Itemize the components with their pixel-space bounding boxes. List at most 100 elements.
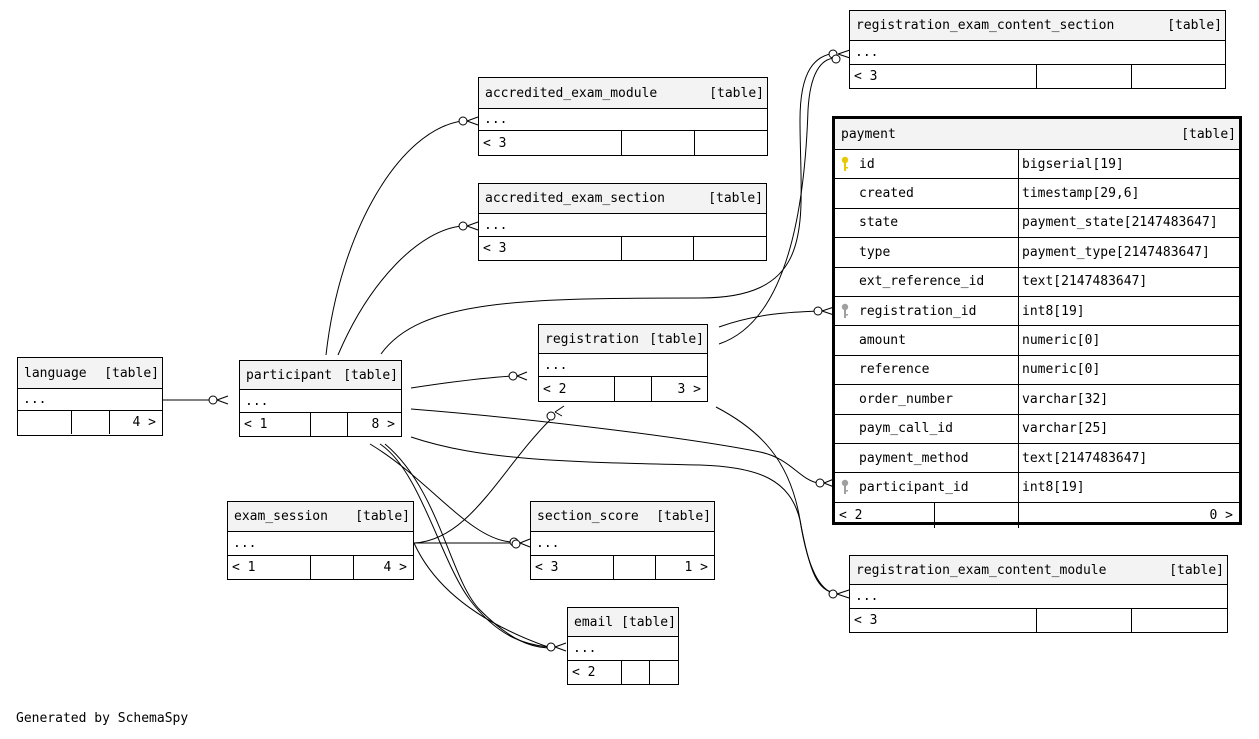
parents-count[interactable]: < 1 [240, 413, 311, 436]
table-section-score[interactable]: section_score [table] ... < 3 1 > [530, 501, 715, 580]
children-count[interactable]: 1 > [684, 560, 708, 575]
column-type: int8[19] [1022, 479, 1085, 495]
parents-count[interactable]: < 3 [479, 237, 622, 260]
children-count[interactable]: 4 > [132, 415, 156, 430]
table-header: registration_exam_content_module [table] [850, 556, 1227, 585]
rows-count [311, 413, 348, 436]
rows-count [1037, 609, 1132, 632]
parents-count[interactable]: < 3 [531, 556, 614, 579]
table-type-tag: [table] [1169, 562, 1224, 578]
foreign-key-icon [841, 303, 849, 319]
table-header: payment [table] [835, 119, 1239, 150]
columns-ellipsis: ... [240, 390, 401, 413]
table-language[interactable]: language [table] ... 4 > [17, 357, 163, 436]
children-count[interactable]: 4 > [383, 560, 407, 575]
table-name: registration_exam_content_module [856, 562, 1107, 578]
table-footer: < 1 4 > [228, 556, 413, 579]
children-count[interactable] [650, 661, 678, 684]
table-registration-exam-content-section[interactable]: registration_exam_content_section [table… [849, 10, 1226, 89]
table-accredited-exam-section[interactable]: accredited_exam_section [table] ... < 3 [478, 183, 767, 261]
parents-count[interactable]: < 1 [228, 556, 311, 579]
table-name: email [574, 614, 614, 630]
table-accredited-exam-module[interactable]: accredited_exam_module [table] ... < 3 [478, 77, 768, 156]
table-registration-exam-content-module[interactable]: registration_exam_content_module [table]… [849, 555, 1228, 633]
table-footer: < 1 8 > [240, 413, 401, 436]
children-count[interactable]: 3 > [677, 381, 701, 397]
column-type: text[2147483647] [1022, 450, 1148, 466]
column-name: ext_reference_id [835, 267, 1019, 296]
rows-count [935, 502, 1019, 528]
parents-count[interactable]: < 3 [850, 609, 1037, 632]
table-name: registration_exam_content_section [856, 18, 1115, 33]
parents-count[interactable]: < 2 [539, 377, 615, 401]
table-type-tag: [table] [343, 367, 398, 383]
column-name: id [835, 150, 1019, 179]
table-footer: < 2 3 > [539, 377, 707, 401]
columns-ellipsis: ... [539, 354, 707, 377]
table-email[interactable]: email [table] ... < 2 [567, 607, 679, 685]
columns-ellipsis: ... [479, 109, 767, 131]
table-footer: < 3 [479, 131, 767, 155]
table-header: language [table] [18, 358, 162, 389]
table-registration[interactable]: registration [table] ... < 2 3 > [538, 324, 708, 402]
column-name: payment_method [835, 443, 1019, 473]
column-type: numeric[0] [1022, 362, 1101, 378]
parents-count[interactable]: < 3 [850, 65, 1037, 88]
columns-ellipsis: ... [531, 532, 714, 556]
table-header: accredited_exam_section [table] [479, 184, 766, 214]
column-type: bigserial[19] [1022, 156, 1124, 172]
table-header: registration_exam_content_section [table… [850, 11, 1225, 41]
column-name: amount [835, 326, 1019, 355]
column-type: payment_state[2147483647] [1022, 215, 1218, 231]
columns-ellipsis: ... [850, 585, 1227, 609]
parents-count[interactable]: < 2 [835, 502, 935, 528]
table-type-tag: [table] [1181, 126, 1236, 142]
table-footer: < 3 [850, 65, 1225, 88]
column-name: registration_id [835, 296, 1019, 326]
children-count[interactable]: 0 > [1209, 507, 1233, 523]
children-count[interactable] [694, 237, 766, 260]
rows-count [311, 556, 354, 579]
rows-count [72, 411, 110, 434]
table-participant[interactable]: participant [table] ... < 1 8 > [239, 360, 402, 437]
column-type: varchar[25] [1022, 421, 1109, 437]
table-type-tag: [table] [104, 365, 159, 381]
table-footer: < 2 [568, 661, 678, 684]
table-footer: < 3 [850, 609, 1227, 632]
columns-ellipsis: ... [228, 532, 413, 556]
parents-count[interactable]: < 3 [479, 131, 622, 155]
column-name: participant_id [835, 473, 1019, 502]
rows-count [622, 131, 695, 155]
primary-key-icon [841, 156, 849, 172]
table-footer: < 3 1 > [531, 556, 714, 579]
column-type: timestamp[29,6] [1022, 186, 1140, 202]
children-count[interactable] [695, 131, 767, 155]
table-exam-session[interactable]: exam_session [table] ... < 1 4 > [227, 501, 414, 580]
column-name: reference [835, 355, 1019, 385]
column-type: int8[19] [1022, 303, 1085, 319]
parents-count[interactable] [18, 411, 72, 434]
children-count[interactable]: 8 > [371, 417, 395, 432]
columns-ellipsis: ... [850, 41, 1225, 65]
table-type-tag: [table] [709, 85, 764, 101]
column-name: state [835, 208, 1019, 238]
children-count[interactable] [1132, 65, 1225, 88]
generated-by-note: Generated by SchemaSpy [16, 711, 189, 726]
parents-count[interactable]: < 2 [568, 661, 622, 684]
children-count[interactable] [1132, 609, 1227, 632]
